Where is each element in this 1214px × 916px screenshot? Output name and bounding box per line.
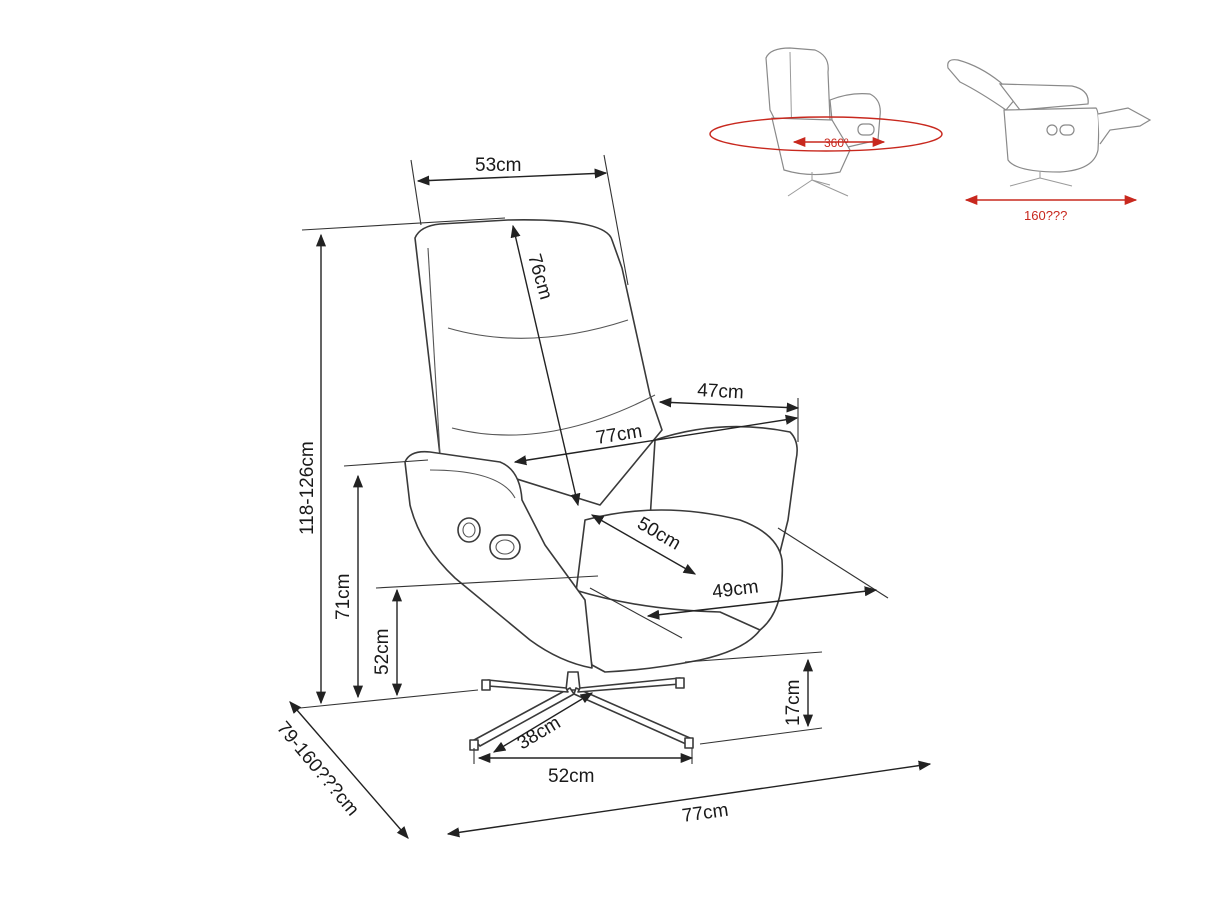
thumb2-button-oval: [1059, 124, 1075, 136]
recline-button-oval: [489, 534, 521, 560]
ext-53-right: [603, 154, 629, 286]
label-reclined: 160???: [1024, 208, 1067, 223]
chair-front-shell: [574, 589, 761, 673]
base-leg-right: [573, 687, 691, 745]
label-base-width: 52cm: [548, 766, 594, 787]
dim-line-total-depth: [289, 701, 409, 839]
dim-line-50: [590, 514, 697, 575]
glide-back-right: [675, 677, 685, 689]
ext-71-top: [343, 459, 429, 467]
label-seat-height: 52cm: [372, 629, 393, 675]
label-base-height: 17cm: [783, 680, 804, 726]
thumb2-back: [998, 83, 1089, 111]
label-total-width: 77cm: [681, 800, 730, 827]
dim-line-38: [492, 692, 594, 753]
thumbnail-reclined: 160???: [947, 59, 1152, 223]
thumbnail-rotation: 360º: [709, 47, 943, 197]
thumb1-base: [787, 172, 849, 197]
thumb2-button-round: [1046, 124, 1058, 136]
ext-52-top: [375, 575, 599, 589]
glide-right: [684, 737, 694, 749]
glide-back-left: [481, 679, 491, 691]
recline-button-round-inner: [462, 522, 476, 538]
ext-49-diag: [777, 527, 889, 599]
chair-drawing: [404, 219, 798, 751]
ext-floor-left: [299, 689, 479, 709]
dim-line-49: [646, 586, 878, 620]
ext-17-bottom: [699, 727, 823, 745]
label-rotation: 360º: [824, 136, 849, 150]
dim-line-53: [416, 168, 608, 186]
thumb2-headrest: [947, 59, 1017, 111]
ext-49-leader: [589, 587, 683, 639]
recline-button-round: [457, 517, 481, 543]
backrest-left-edge: [427, 247, 441, 456]
base-leg-back-left: [487, 679, 569, 693]
label-armrest-height: 71cm: [333, 574, 354, 620]
dim-line-47: [658, 397, 800, 413]
thumb2-body: [1003, 107, 1100, 173]
chair-base-column: [565, 671, 581, 691]
ext-total-height-top: [301, 217, 506, 231]
rotation-ellipse: [709, 116, 943, 152]
ext-17-top: [684, 651, 823, 663]
dim-line-77-inner: [513, 414, 799, 466]
thumb1-armrest: [829, 93, 881, 151]
thumb2-footrest: [1097, 107, 1152, 145]
base-leg-back-right: [577, 677, 681, 693]
thumb2-base: [1009, 172, 1073, 187]
dimension-lines: [289, 154, 932, 839]
label-seat-width: 47cm: [697, 380, 745, 403]
chair-left-armrest: [404, 450, 593, 669]
label-total-height: 118-126cm: [297, 441, 318, 535]
label-backrest-width: 53cm: [475, 155, 521, 176]
ext-53-left: [410, 159, 422, 226]
thumb1-button: [857, 123, 875, 136]
dim-line-77-total: [446, 760, 932, 838]
recline-button-oval-inner: [495, 539, 515, 555]
